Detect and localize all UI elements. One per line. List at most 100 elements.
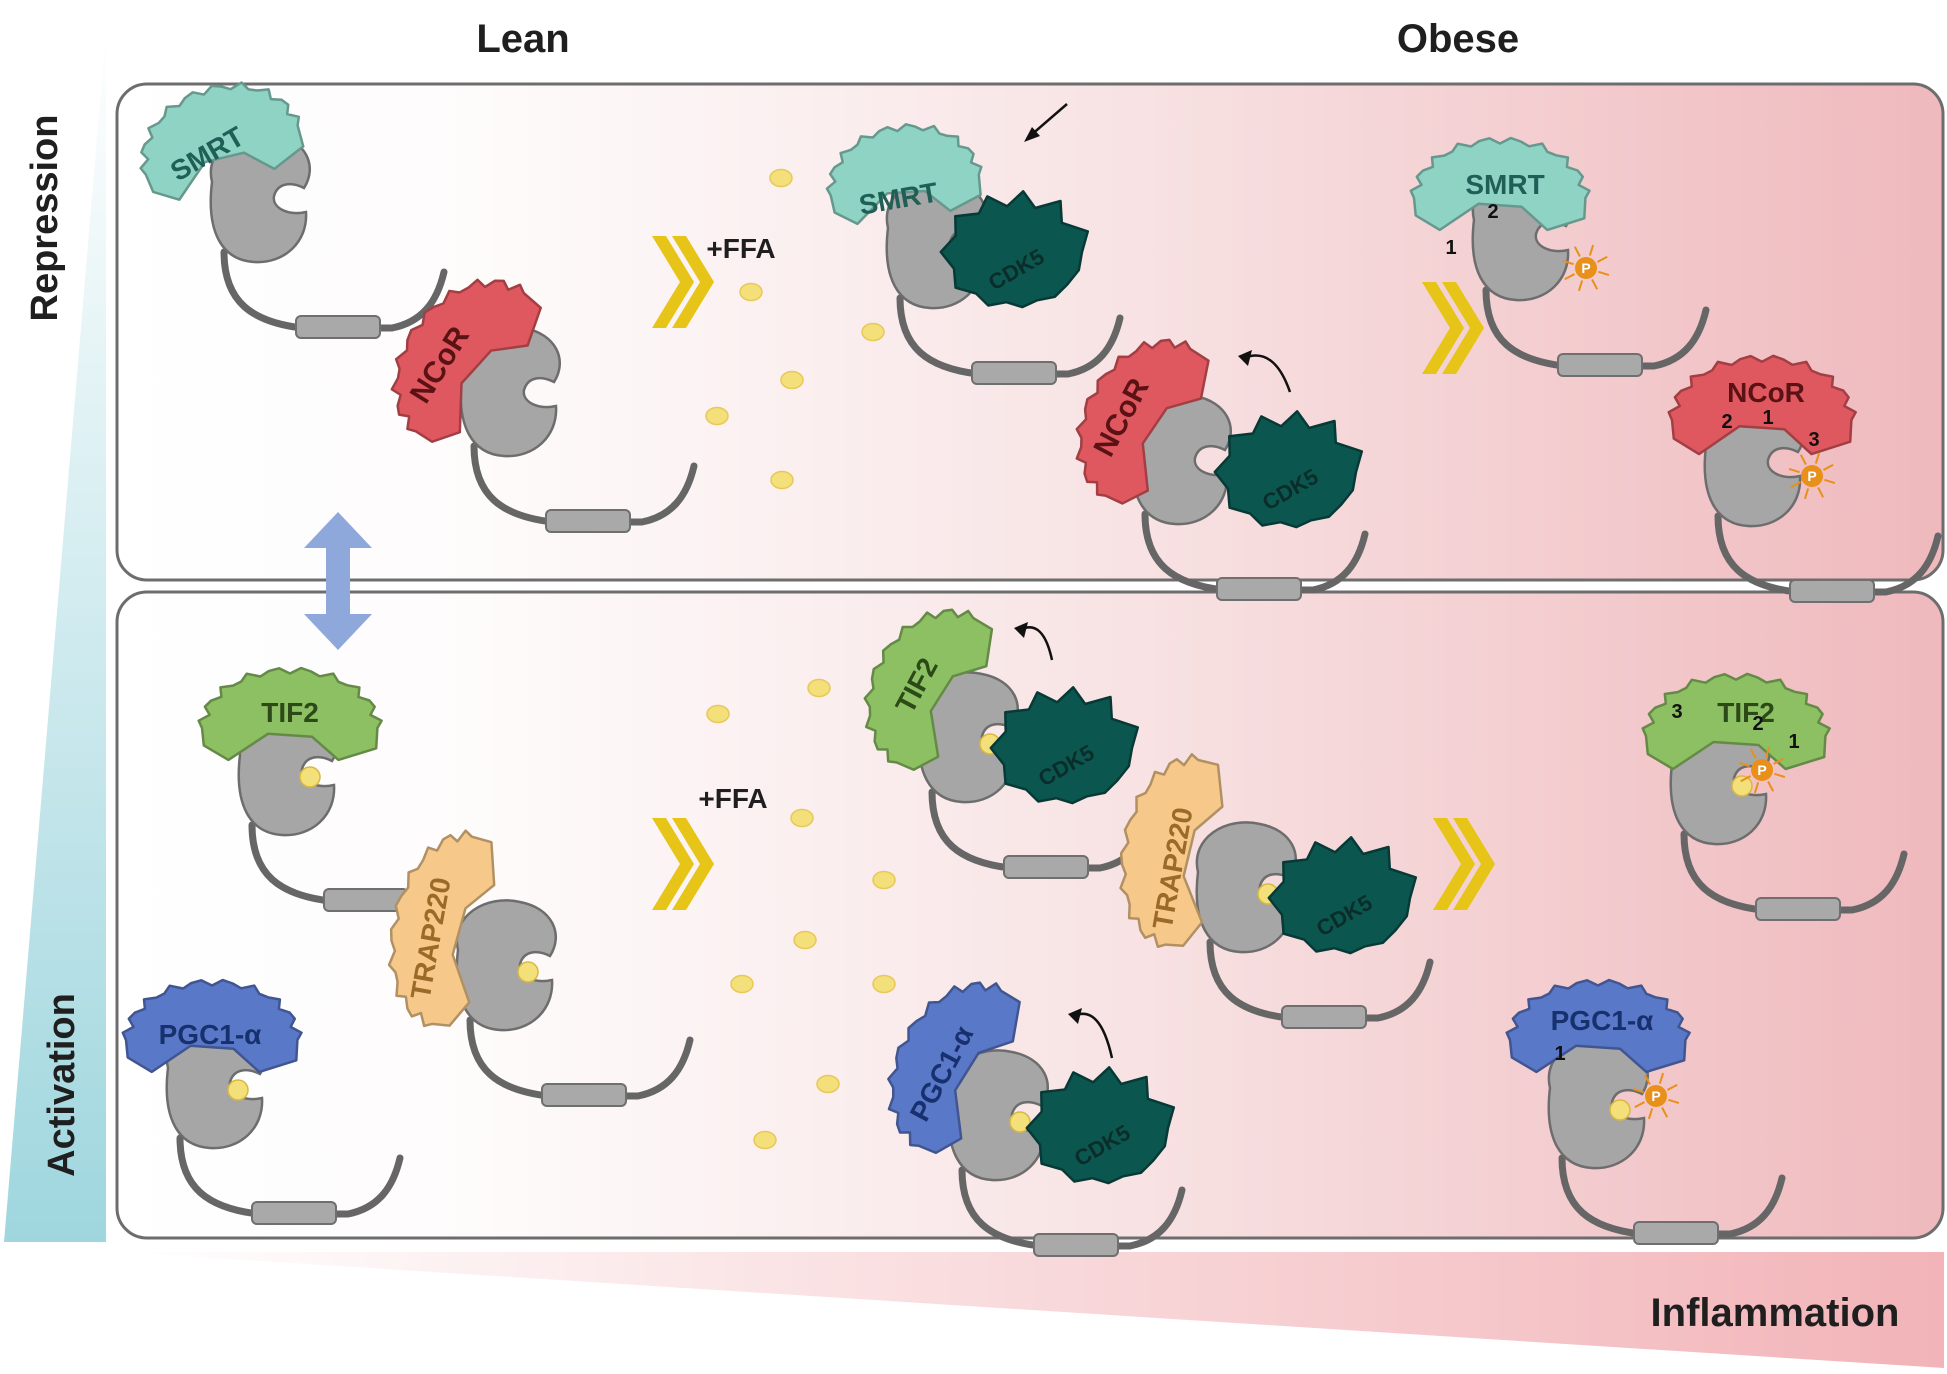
ffa-droplet [769,168,793,188]
dna-binding-domain [545,509,631,533]
site-number: 1 [1554,1043,1565,1065]
dna-binding-domain [1281,1005,1367,1029]
activation-panel [115,590,1945,1240]
dna-binding-domain [1033,1233,1119,1257]
dna-binding-domain [251,1201,337,1225]
lean-header: Lean [476,17,569,61]
site-number: 3 [1671,701,1682,723]
site-number: 1 [1788,731,1799,753]
smrt-coregulator [1409,136,1591,232]
tif2-label: TIF2 [261,697,319,728]
repression-label: Repression [24,115,66,322]
site-number: 2 [1721,411,1732,433]
ffa-droplet [730,974,754,994]
ncor-coregulator [390,278,542,443]
ffa-label-top: +FFA [706,233,775,264]
cdk5-kinase [939,190,1090,309]
trap220-coregulator [387,829,496,1028]
ffa-droplet [816,1074,840,1094]
dna-binding-domain [541,1083,627,1107]
phospho-label: P [1757,762,1766,778]
dna-binding-domain [1755,897,1841,921]
dna-binding-domain [1003,855,1089,879]
ffa-droplet [793,930,817,950]
phospho-label: P [1807,468,1816,484]
ffa-droplet [872,870,896,890]
site-number: 1 [1445,237,1456,259]
pgc1a-complex-obese: PGC1-α 1P [1505,978,1786,1245]
inflammation-gradient [118,1252,1944,1368]
double-arrow-icon [304,512,372,650]
cdk5-kinase [989,686,1140,805]
tif2-complex-obese: TIF2 3 2 1P [1641,672,1908,921]
ligand-icon [1609,1099,1631,1121]
dna-binding-domain [1633,1221,1719,1245]
nuclear-receptor [1195,821,1297,954]
ffa-droplet [807,678,831,698]
pgc1a-label: PGC1-α [1551,1005,1654,1036]
activation-label: Activation [41,993,83,1177]
phospho-label: P [1651,1088,1660,1104]
ffa-droplet [790,808,814,828]
ffa-droplet [705,406,729,426]
pgc1a-coregulator [1505,978,1691,1074]
nuclear-receptor [455,899,557,1032]
dna-binding-domain [1216,577,1302,601]
chevron-icon-bottom-left [652,818,714,910]
chevron-icon-bottom-right [1433,818,1495,910]
ligand-icon [1731,775,1753,797]
chevron-icon-top-left [652,236,714,328]
obese-header: Obese [1397,17,1519,61]
site-number: 3 [1808,429,1819,451]
ncor-complex-lean: NCoR [390,278,698,533]
cdk5-kinase [1213,410,1364,529]
chevron-icon-top-right [1422,282,1484,374]
ligand-icon [517,961,539,983]
phospho-label: P [1581,260,1590,276]
tif2-coregulator [863,608,994,771]
ffa-droplet [739,282,763,302]
trap220-coregulator [1119,753,1224,949]
ligand-icon [227,1079,249,1101]
ffa-droplet [780,370,804,390]
ligand-icon [299,766,321,788]
pgc1a-coregulator [887,981,1021,1155]
repression-panel [115,82,1945,582]
dna-binding-domain [1789,579,1875,603]
smrt-coregulator [825,123,983,226]
smrt-coregulator [139,81,305,201]
site-number: 2 [1752,713,1763,735]
ffa-droplet [770,470,794,490]
ffa-droplet [706,704,730,724]
phosphorylation-icon: P [1562,244,1610,292]
tif2-coregulator [197,666,383,762]
curved-arrow-icon [1068,1008,1114,1059]
phosphorylation-icon: P [1788,452,1836,500]
site-number: 2 [1487,201,1498,223]
ncor-coregulator [1667,354,1857,456]
pgc1a-coregulator [121,978,303,1074]
tif2-label: TIF2 [1717,697,1775,728]
cdk5-kinase [1025,1066,1176,1185]
cdk5-kinase [1267,836,1418,955]
tif2-complex-lean: TIF2 [197,666,476,912]
site-number: 1 [1762,407,1773,429]
pointer-arrow-icon [1024,103,1068,142]
phosphorylation-icon: P [1632,1072,1680,1120]
trap220-complex-lean: TRAP220 [387,829,694,1107]
dna-binding-domain [971,361,1057,385]
curved-arrow-icon [1238,350,1292,393]
ffa-droplet [872,974,896,994]
pgc1a-label: PGC1-α [159,1019,262,1050]
pgc1a-complex-lean: PGC1-α [121,978,404,1225]
nuclear-receptor [947,1049,1049,1182]
tif2-coregulator [1641,672,1831,771]
ligand-icon [1009,1111,1031,1133]
